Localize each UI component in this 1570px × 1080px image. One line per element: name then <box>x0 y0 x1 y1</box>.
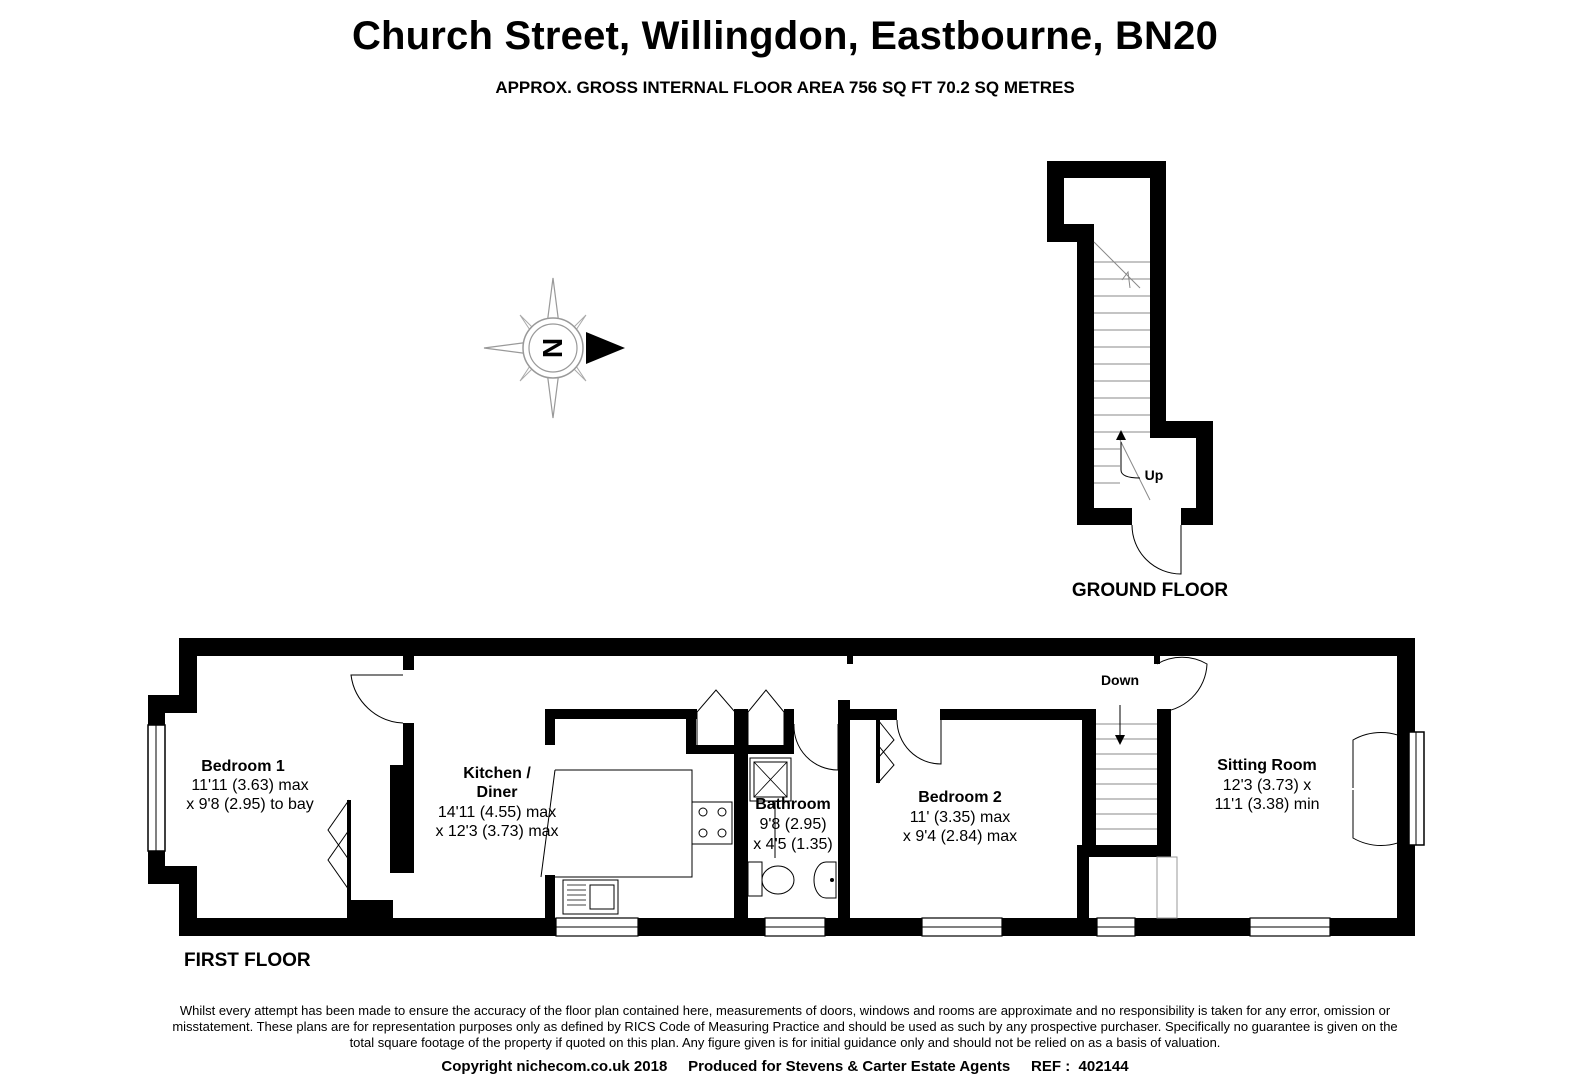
stair-up-arrow <box>1116 430 1141 479</box>
compass-icon: N <box>483 277 625 419</box>
room-dimension: 11'1 (3.38) min <box>1214 796 1319 813</box>
reference-text: REF : 402144 <box>1031 1058 1129 1075</box>
room-dimension: 11'11 (3.63) max <box>191 777 308 794</box>
room-dimension: 14'11 (4.55) max <box>438 804 556 821</box>
room-name: Bedroom 2 <box>918 789 1002 806</box>
footer: Copyright nichecom.co.uk 2018 Produced f… <box>0 1058 1570 1075</box>
room-dimension: 12'3 (3.73) x <box>1223 777 1311 794</box>
room-bedroom-2: Bedroom 2 11' (3.35) max x 9'4 (2.84) ma… <box>903 789 1017 845</box>
produced-for-text: Produced for Stevens & Carter Estate Age… <box>688 1058 1011 1075</box>
ground-stair-up-label: Up <box>1145 467 1164 483</box>
first-floor-plan <box>147 638 1425 937</box>
room-kitchen-diner: Kitchen / Diner 14'11 (4.55) max x 12'3 … <box>435 765 558 840</box>
room-dimension: x 9'8 (2.95) to bay <box>186 796 314 813</box>
disclaimer-text: Whilst every attempt has been made to en… <box>172 1003 1398 1050</box>
ground-floor-plan <box>1047 161 1213 575</box>
room-name: Diner <box>477 784 518 801</box>
room-name: Kitchen / <box>463 765 531 782</box>
first-stair-down-label: Down <box>1101 672 1139 688</box>
room-name: Bedroom 1 <box>201 758 285 775</box>
room-name: Bathroom <box>755 796 831 813</box>
ground-floor-label: GROUND FLOOR <box>1072 580 1228 601</box>
room-dimension: x 4'5 (1.35) <box>753 836 833 853</box>
floor-area-subtitle: APPROX. GROSS INTERNAL FLOOR AREA 756 SQ… <box>495 78 1075 97</box>
page-title: Church Street, Willingdon, Eastbourne, B… <box>351 14 1219 58</box>
room-bathroom: Bathroom 9'8 (2.95) x 4'5 (1.35) <box>753 796 833 853</box>
room-dimension: 9'8 (2.95) <box>759 816 826 833</box>
room-dimension: 11' (3.35) max <box>910 809 1011 826</box>
stair-down-arrow <box>1115 705 1125 745</box>
room-dimension: x 9'4 (2.84) max <box>903 828 1017 845</box>
copyright-text: Copyright nichecom.co.uk 2018 <box>441 1058 668 1075</box>
room-dimension: x 12'3 (3.73) max <box>435 823 558 840</box>
room-sitting-room: Sitting Room 12'3 (3.73) x 11'1 (3.38) m… <box>1214 757 1319 813</box>
first-floor-label: FIRST FLOOR <box>184 950 311 971</box>
room-bedroom-1: Bedroom 1 11'11 (3.63) max x 9'8 (2.95) … <box>186 758 314 813</box>
room-name: Sitting Room <box>1217 757 1317 774</box>
compass-letter: N <box>537 338 568 358</box>
